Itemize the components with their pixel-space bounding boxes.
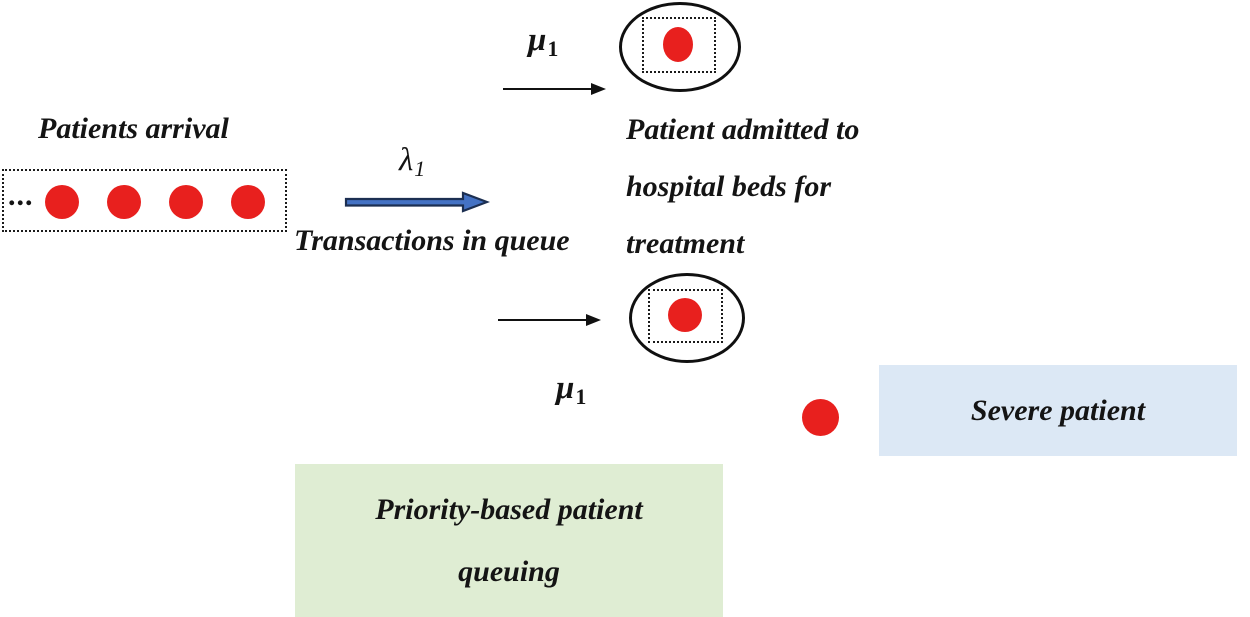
server-slot-bottom	[648, 289, 723, 343]
patient-in-service-dot-top	[663, 27, 693, 62]
patient-dot	[45, 185, 79, 219]
server-ellipse-bottom	[629, 273, 745, 363]
queue-ellipsis: ...	[8, 179, 34, 212]
mu-symbol-bottom: μ	[556, 370, 575, 406]
lambda-label: λ1	[399, 142, 425, 181]
arrival-queue-box: ...	[2, 169, 287, 232]
priority-queuing-label-line2: queuing	[458, 554, 560, 588]
service-arrow-top	[503, 83, 606, 95]
patient-dot	[231, 185, 265, 219]
admitted-caption-line1: Patient admitted to	[626, 113, 860, 146]
priority-queuing-legend: Priority-based patient queuing	[295, 464, 723, 617]
mu-subscript: 1	[547, 36, 559, 61]
service-rate-bottom-label: μ1	[556, 370, 586, 409]
priority-queuing-label-line1: Priority-based patient	[375, 492, 643, 526]
lambda-symbol: λ	[399, 142, 414, 178]
admitted-caption-line2: hospital beds for	[626, 170, 832, 203]
lambda-subscript: 1	[414, 156, 426, 181]
patient-in-service-dot-bottom	[668, 298, 702, 332]
admitted-caption-line3: treatment	[626, 227, 745, 260]
transactions-in-queue-label: Transactions in queue	[294, 224, 570, 257]
server-ellipse-top	[619, 2, 741, 92]
server-slot-top	[642, 17, 716, 73]
patients-arrival-label: Patients arrival	[38, 112, 229, 145]
severe-patient-dot	[802, 399, 839, 436]
patient-dot	[107, 185, 141, 219]
mu-symbol: μ	[528, 22, 547, 58]
admitted-caption: Patient admitted to hospital beds for tr…	[626, 101, 859, 272]
severe-patient-label: Severe patient	[970, 393, 1146, 427]
queue-dots	[45, 185, 265, 219]
severe-patient-legend: Severe patient	[879, 365, 1237, 456]
service-rate-top-label: μ1	[528, 22, 558, 61]
patient-dot	[169, 185, 203, 219]
mu-subscript-bottom: 1	[575, 384, 587, 409]
arrival-rate-arrow	[344, 191, 490, 213]
service-arrow-bottom	[498, 314, 601, 326]
